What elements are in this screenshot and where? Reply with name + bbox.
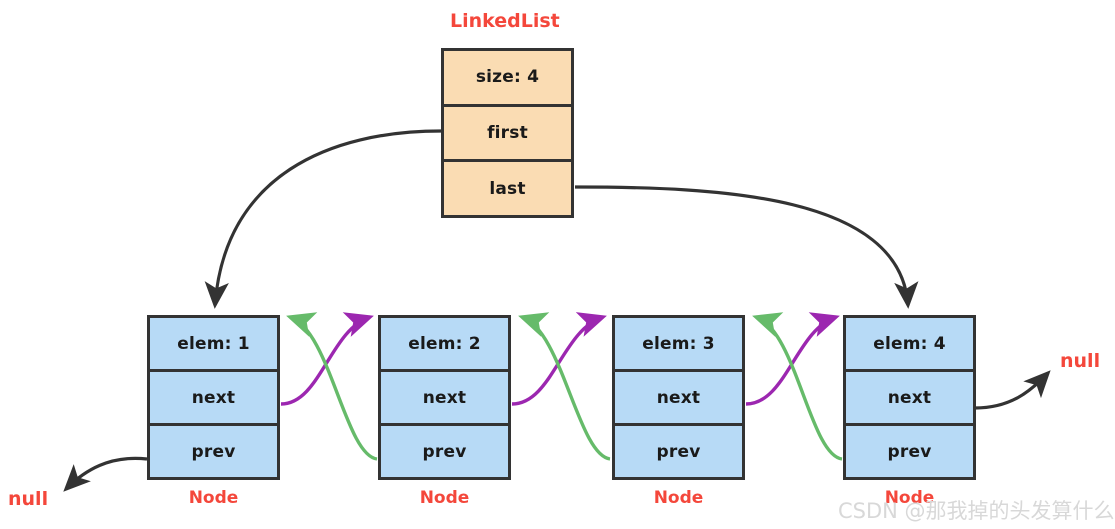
edge-last-to-node4 <box>574 185 919 309</box>
edge-next-node3-node4 <box>745 312 840 406</box>
edge-next-node1-node2 <box>280 312 374 406</box>
node-3-next: next <box>615 369 742 423</box>
linkedlist-field-size: size: 4 <box>475 67 540 88</box>
linkedlist-field-last: last <box>444 159 571 215</box>
linkedlist-field-first: first <box>444 103 571 160</box>
node-2-next: next <box>381 369 508 423</box>
node-2-elem: elem: 2 <box>408 333 481 354</box>
edge-node1-prev-to-null <box>63 456 148 492</box>
node-4-prev: prev <box>846 423 973 477</box>
node-box-4: elem: 4 next prev <box>843 315 976 480</box>
null-label-right: null <box>1060 350 1101 372</box>
node-2-prev: prev <box>381 423 508 477</box>
node-1-elem: elem: 1 <box>177 333 250 354</box>
node-label-3: Node <box>653 488 704 508</box>
node-3-prev: prev <box>615 423 742 477</box>
edge-prev-node4-node3 <box>752 312 843 461</box>
node-4-elem: elem: 4 <box>873 333 946 354</box>
linkedlist-title: LinkedList <box>450 10 560 32</box>
edge-node4-next-to-null <box>974 370 1051 410</box>
linkedlist-box: size: 4 first last <box>441 48 574 218</box>
node-box-1: elem: 1 next prev <box>147 315 280 480</box>
null-label-left: null <box>8 488 49 510</box>
node-label-2: Node <box>419 488 470 508</box>
node-3-elem: elem: 3 <box>642 333 715 354</box>
csdn-watermark: CSDN @那我掉的头发算什么 <box>838 499 1115 523</box>
edge-prev-node3-node2 <box>518 312 611 461</box>
node-box-3: elem: 3 next prev <box>612 315 745 480</box>
node-box-2: elem: 2 next prev <box>378 315 511 480</box>
node-4-next: next <box>846 369 973 423</box>
node-1-next: next <box>150 369 277 423</box>
edge-prev-node2-node1 <box>286 312 378 461</box>
edge-next-node2-node3 <box>511 312 607 406</box>
edge-first-to-node1 <box>204 129 442 309</box>
node-1-prev: prev <box>150 423 277 477</box>
node-label-4: Node <box>884 488 935 508</box>
node-label-1: Node <box>188 488 239 508</box>
